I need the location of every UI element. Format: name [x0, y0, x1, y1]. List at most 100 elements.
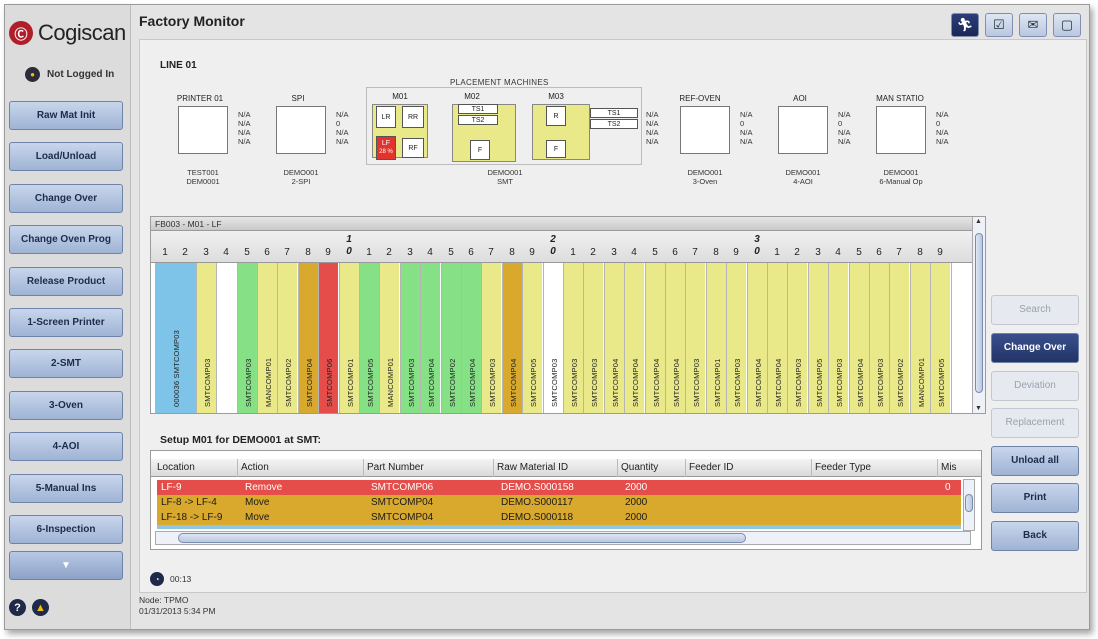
column-separator[interactable]: [363, 459, 364, 477]
slot-f[interactable]: F: [546, 140, 566, 158]
feeder-slot[interactable]: SMTCOMP03: [237, 263, 257, 413]
feeder-slot[interactable]: SMTCOMP05: [522, 263, 542, 413]
feeder-slot[interactable]: SMTCOMP02: [889, 263, 909, 413]
feeder-slot[interactable]: SMTCOMP01: [339, 263, 359, 413]
scroll-down-icon[interactable]: ▼: [975, 405, 982, 412]
feeder-slot[interactable]: MANCOMP01: [379, 263, 399, 413]
search-button[interactable]: Search: [991, 295, 1079, 325]
replacement-button[interactable]: Replacement: [991, 408, 1079, 438]
scroll-up-icon[interactable]: ▲: [975, 218, 982, 225]
warning-icon[interactable]: ▲: [32, 599, 49, 616]
feeder-bank-scrollbar[interactable]: ▲ ▼: [972, 217, 985, 413]
feeder-slot[interactable]: SMTCOMP05: [808, 263, 828, 413]
column-separator[interactable]: [493, 459, 494, 477]
column-separator[interactable]: [937, 459, 938, 477]
feeder-slot[interactable]: SMTCOMP03: [787, 263, 807, 413]
feeder-slot[interactable]: SMTCOMP04: [420, 263, 440, 413]
feeder-slot[interactable]: SMTCOMP03: [196, 263, 216, 413]
column-header[interactable]: Action: [241, 462, 269, 473]
column-header[interactable]: Location: [157, 462, 195, 473]
feeder-slot[interactable]: SMTCOMP04: [298, 263, 318, 413]
feeder-slot[interactable]: SMTCOMP03: [583, 263, 603, 413]
column-header[interactable]: Feeder ID: [689, 462, 734, 473]
column-separator[interactable]: [811, 459, 812, 477]
sidebar-item-2-smt[interactable]: 2-SMT: [9, 349, 123, 378]
slot-ts1[interactable]: TS1: [590, 108, 638, 118]
sidebar-item-raw-mat-init[interactable]: Raw Mat Init: [9, 101, 123, 130]
column-header[interactable]: Mis: [941, 462, 957, 473]
sidebar-item-release-product[interactable]: Release Product: [9, 267, 123, 296]
slot-ts2[interactable]: TS2: [590, 119, 638, 129]
feeder-slot[interactable]: SMTCOMP04: [624, 263, 644, 413]
sidebar-item-3-oven[interactable]: 3-Oven: [9, 391, 123, 420]
feeder-slot[interactable]: SMTCOMP01: [706, 263, 726, 413]
scroll-thumb[interactable]: [975, 233, 983, 393]
feeder-slot[interactable]: SMTCOMP04: [502, 263, 522, 413]
feeder-slot[interactable]: SMTCOMP02: [277, 263, 297, 413]
deviation-button[interactable]: Deviation: [991, 371, 1079, 401]
slot-ts2[interactable]: TS2: [458, 115, 498, 125]
feeder-slot[interactable]: SMTCOMP03: [828, 263, 848, 413]
column-separator[interactable]: [617, 459, 618, 477]
grid-hscrollbar[interactable]: [155, 531, 971, 545]
grid-vscrollbar[interactable]: [963, 479, 975, 531]
sidebar-item-change-over[interactable]: Change Over: [9, 184, 123, 213]
feeder-slot[interactable]: SMTCOMP03: [685, 263, 705, 413]
envelope-icon[interactable]: ✉: [1019, 13, 1047, 37]
feeder-slot[interactable]: [951, 263, 971, 413]
feeder-slot[interactable]: SMTCOMP03: [726, 263, 746, 413]
unload-all-button[interactable]: Unload all: [991, 446, 1079, 476]
feeder-slot[interactable]: SMTCOMP05: [359, 263, 379, 413]
feeder-slot[interactable]: SMTCOMP04: [645, 263, 665, 413]
feeder-slot[interactable]: 000036 SMTCOMP03: [155, 263, 196, 413]
change-over-button[interactable]: Change Over: [991, 333, 1079, 363]
feeder-slot[interactable]: SMTCOMP04: [849, 263, 869, 413]
column-header[interactable]: Raw Material ID: [497, 462, 569, 473]
sidebar-item-change-oven-prog[interactable]: Change Oven Prog: [9, 225, 123, 254]
column-separator[interactable]: [685, 459, 686, 477]
help-icon[interactable]: ?: [9, 599, 26, 616]
feeder-slot[interactable]: SMTCOMP04: [747, 263, 767, 413]
feeder-slot[interactable]: SMTCOMP04: [665, 263, 685, 413]
feeder-slot[interactable]: [216, 263, 236, 413]
column-header[interactable]: Part Number: [367, 462, 424, 473]
sidebar-item-load-unload[interactable]: Load/Unload: [9, 142, 123, 171]
print-button[interactable]: Print: [991, 483, 1079, 513]
table-row[interactable]: [157, 525, 961, 529]
nav-more-button[interactable]: ▼: [9, 551, 123, 580]
slot-rr[interactable]: RR: [402, 106, 424, 128]
scroll-thumb[interactable]: [965, 494, 973, 512]
column-header[interactable]: Quantity: [621, 462, 659, 473]
feeder-slot[interactable]: SMTCOMP04: [461, 263, 481, 413]
sidebar-item-6-inspection[interactable]: 6-Inspection: [9, 515, 123, 544]
sidebar-item-5-manual-ins[interactable]: 5-Manual Ins: [9, 474, 123, 503]
checklist-icon[interactable]: ☑: [985, 13, 1013, 37]
column-header[interactable]: Feeder Type: [815, 462, 871, 473]
column-separator[interactable]: [237, 459, 238, 477]
scroll-thumb[interactable]: [178, 533, 746, 543]
feeder-slot[interactable]: SMTCOMP05: [930, 263, 950, 413]
feeder-slot[interactable]: SMTCOMP03: [543, 263, 563, 413]
feeder-slot[interactable]: MANCOMP01: [257, 263, 277, 413]
slot-f[interactable]: F: [470, 140, 490, 160]
feeder-slot[interactable]: SMTCOMP02: [441, 263, 461, 413]
feeder-slot[interactable]: SMTCOMP03: [481, 263, 501, 413]
login-status[interactable]: ● Not Logged In: [25, 67, 114, 82]
feeder-slot[interactable]: SMTCOMP03: [869, 263, 889, 413]
feeder-slot[interactable]: SMTCOMP03: [563, 263, 583, 413]
feeder-slot[interactable]: SMTCOMP06: [318, 263, 338, 413]
running-man-icon[interactable]: 🏃︎: [951, 13, 979, 37]
slot-ts1[interactable]: TS1: [458, 104, 498, 114]
feeder-slot[interactable]: SMTCOMP04: [604, 263, 624, 413]
slot-r[interactable]: R: [546, 106, 566, 126]
back-button[interactable]: Back: [991, 521, 1079, 551]
slot-rf[interactable]: RF: [402, 138, 424, 158]
feeder-slot[interactable]: SMTCOMP04: [767, 263, 787, 413]
sidebar-item-1-screen-printer[interactable]: 1-Screen Printer: [9, 308, 123, 337]
feeder-slot[interactable]: MANCOMP01: [910, 263, 930, 413]
slot-lr[interactable]: LR: [376, 106, 396, 128]
